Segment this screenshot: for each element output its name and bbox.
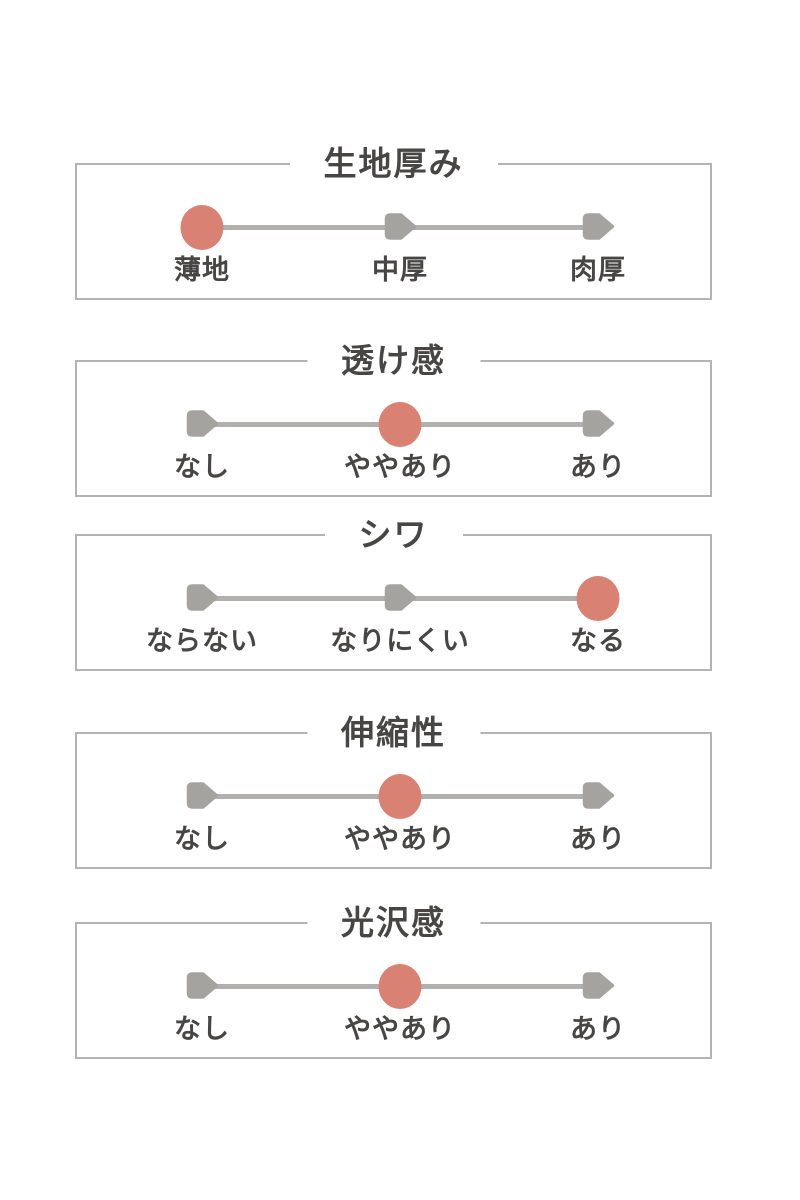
inactive-tag-marker xyxy=(582,972,615,999)
inactive-tag-marker xyxy=(384,213,417,240)
option-label: 肉厚 xyxy=(570,255,626,286)
tag-arrow-icon xyxy=(582,782,615,809)
selected-dot-icon xyxy=(180,205,224,250)
attribute-scale: なし ややあり あり xyxy=(77,362,710,495)
selected-dot-marker xyxy=(378,402,422,447)
option-label: 薄地 xyxy=(174,255,230,286)
tag-arrow-icon xyxy=(384,213,417,240)
attribute-scale: なし ややあり あり xyxy=(77,924,710,1057)
tag-arrow-icon xyxy=(582,410,615,437)
option-label: なし xyxy=(174,1014,230,1045)
attribute-panel: 光沢感 なし ややあり あり xyxy=(75,903,712,1059)
option-label: なる xyxy=(570,626,626,657)
inactive-tag-marker xyxy=(186,782,219,809)
tag-arrow-icon xyxy=(582,972,615,999)
selected-dot-icon xyxy=(378,774,422,819)
inactive-tag-marker xyxy=(582,213,615,240)
option-label: ややあり xyxy=(344,452,456,483)
selected-dot-marker xyxy=(180,205,224,250)
selected-dot-icon xyxy=(378,964,422,1009)
option-label: なし xyxy=(174,824,230,855)
attribute-title: 生地厚み xyxy=(289,144,498,184)
attribute-panel: 伸縮性 なし ややあり あり xyxy=(75,713,712,869)
inactive-tag-marker xyxy=(582,410,615,437)
tag-arrow-icon xyxy=(582,213,615,240)
attribute-title: 伸縮性 xyxy=(307,713,480,753)
attribute-scale: なし ややあり あり xyxy=(77,734,710,867)
tag-arrow-icon xyxy=(186,972,219,999)
attribute-scale: ならない なりにくい なる xyxy=(77,536,710,669)
option-label: ならない xyxy=(146,626,258,657)
inactive-tag-marker xyxy=(582,782,615,809)
attribute-panel: シワ ならない なりにくい なる xyxy=(75,515,712,671)
attribute-scale: 薄地 中厚 肉厚 xyxy=(77,165,710,298)
selected-dot-marker xyxy=(576,576,620,621)
option-label: あり xyxy=(570,824,626,855)
option-label: あり xyxy=(570,1014,626,1045)
selected-dot-marker xyxy=(378,774,422,819)
option-label: 中厚 xyxy=(372,255,428,286)
selected-dot-icon xyxy=(378,402,422,447)
tag-arrow-icon xyxy=(384,584,417,611)
option-label: ややあり xyxy=(344,1014,456,1045)
attribute-title: 光沢感 xyxy=(307,903,480,943)
option-label: なし xyxy=(174,452,230,483)
attribute-title: シワ xyxy=(324,515,463,555)
attribute-panel: 透け感 なし ややあり あり xyxy=(75,341,712,497)
selected-dot-marker xyxy=(378,964,422,1009)
option-label: ややあり xyxy=(344,824,456,855)
tag-arrow-icon xyxy=(186,410,219,437)
inactive-tag-marker xyxy=(186,972,219,999)
option-label: あり xyxy=(570,452,626,483)
attribute-panel: 生地厚み 薄地 中厚 肉厚 xyxy=(75,144,712,300)
selected-dot-icon xyxy=(576,576,620,621)
inactive-tag-marker xyxy=(186,584,219,611)
tag-arrow-icon xyxy=(186,782,219,809)
inactive-tag-marker xyxy=(186,410,219,437)
tag-arrow-icon xyxy=(186,584,219,611)
option-label: なりにくい xyxy=(330,626,470,657)
inactive-tag-marker xyxy=(384,584,417,611)
attribute-title: 透け感 xyxy=(307,341,480,381)
